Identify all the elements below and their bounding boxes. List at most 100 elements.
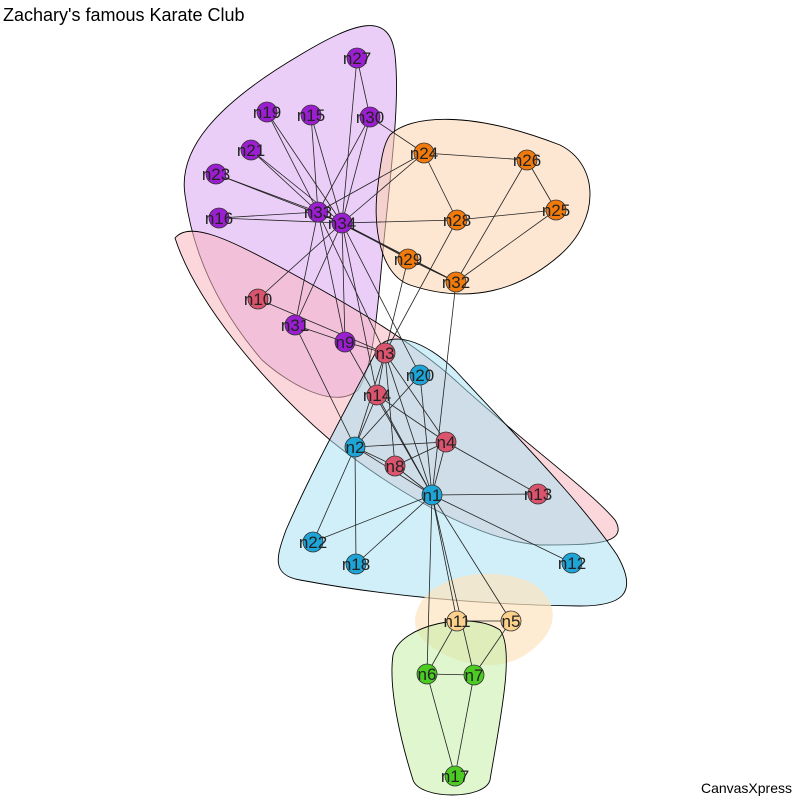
node-n28[interactable]	[446, 209, 468, 231]
edge-n24-n34	[341, 152, 425, 224]
edge-n16-n34	[218, 217, 343, 224]
node-n1[interactable]	[421, 484, 443, 506]
edge-n1-n20	[419, 374, 433, 496]
edge-n27-n34	[341, 57, 358, 224]
edge-n9-n33	[317, 211, 346, 343]
node-n24[interactable]	[413, 142, 435, 164]
page-title: Zachary's famous Karate Club	[3, 5, 245, 25]
edge-n1-n5	[431, 494, 512, 622]
edge-n24-n26	[423, 152, 528, 161]
edge-n16-n33	[218, 211, 319, 219]
node-label-n24: n24	[410, 144, 438, 163]
node-n6[interactable]	[416, 663, 438, 685]
node-n7[interactable]	[463, 664, 485, 686]
edge-n25-n32	[455, 209, 557, 283]
edge-n24-n28	[423, 152, 458, 221]
node-label-n5: n5	[502, 612, 521, 631]
node-n23[interactable]	[205, 163, 227, 185]
node-label-n11: n11	[443, 612, 470, 631]
edge-n32-n34	[341, 222, 457, 283]
edge-n15-n34	[310, 114, 343, 224]
edge-n1-n32	[431, 281, 457, 496]
edge-n2-n18	[354, 446, 357, 565]
node-n5[interactable]	[500, 610, 522, 632]
edge-n4-n14	[376, 394, 447, 443]
edge-n31-n34	[294, 222, 343, 326]
edge-n30-n34	[341, 116, 371, 224]
node-n11[interactable]	[446, 610, 468, 632]
edge-n4-n13	[445, 441, 539, 495]
node-n20[interactable]	[409, 364, 431, 386]
node-n30[interactable]	[359, 106, 381, 128]
node-n29[interactable]	[397, 248, 419, 270]
node-layer	[205, 47, 583, 787]
edge-n3-n33	[317, 211, 386, 354]
node-n10[interactable]	[247, 288, 269, 310]
edge-n9-n34	[341, 222, 346, 343]
node-n31[interactable]	[284, 314, 306, 336]
node-label-n22: n22	[299, 533, 327, 552]
node-label-n4: n4	[437, 433, 456, 452]
edge-n1-n12	[431, 494, 573, 564]
edge-n1-n6	[426, 494, 433, 675]
edge-n28-n34	[341, 219, 458, 224]
node-n8[interactable]	[384, 455, 406, 477]
group-hull-blue	[277, 338, 628, 607]
edge-n10-n34	[257, 222, 343, 300]
edge-n1-n11	[431, 494, 458, 622]
node-n18[interactable]	[345, 553, 367, 575]
node-n17[interactable]	[444, 765, 466, 787]
node-n4[interactable]	[435, 431, 457, 453]
edge-n19-n34	[266, 111, 343, 224]
edge-n7-n17	[454, 674, 475, 777]
node-label-n28: n28	[443, 211, 471, 230]
node-label-n30: n30	[356, 108, 384, 127]
node-label-n29: n29	[394, 250, 422, 269]
node-label-n18: n18	[342, 555, 370, 574]
node-n2[interactable]	[344, 436, 366, 458]
node-label-n16: n16	[205, 209, 233, 228]
node-n33[interactable]	[307, 201, 329, 223]
node-label-n34: n34	[328, 214, 356, 233]
node-n9[interactable]	[334, 331, 356, 353]
node-n15[interactable]	[300, 104, 322, 126]
node-n16[interactable]	[208, 207, 230, 229]
edge-n1-n14	[376, 394, 433, 496]
node-n3[interactable]	[374, 342, 396, 364]
edge-n3-n29	[384, 258, 409, 354]
edge-n1-n18	[355, 494, 433, 565]
edge-n24-n33	[317, 152, 425, 213]
edge-n6-n17	[426, 673, 456, 777]
node-label-n26: n26	[513, 151, 541, 170]
brand-label: CanvasXpress	[700, 780, 792, 796]
node-label-n31: n31	[281, 316, 309, 335]
node-n12[interactable]	[561, 552, 583, 574]
node-n32[interactable]	[445, 271, 467, 293]
node-n27[interactable]	[346, 47, 368, 69]
node-n22[interactable]	[302, 531, 324, 553]
edge-n20-n34	[341, 222, 421, 376]
node-label-n13: n13	[524, 485, 552, 504]
node-n13[interactable]	[527, 483, 549, 505]
edge-n24-n30	[369, 116, 425, 154]
edge-n15-n33	[310, 114, 319, 213]
node-n25[interactable]	[545, 199, 567, 221]
node-n19[interactable]	[256, 101, 278, 123]
node-n21[interactable]	[240, 139, 262, 161]
node-n34[interactable]	[331, 212, 353, 234]
edge-n30-n33	[317, 116, 371, 213]
node-label-n23: n23	[202, 165, 230, 184]
edge-n31-n33	[294, 211, 319, 326]
node-label-n33: n33	[304, 203, 332, 222]
node-n14[interactable]	[366, 384, 388, 406]
edge-n26-n32	[455, 159, 528, 283]
node-label-n10: n10	[244, 290, 272, 309]
node-n26[interactable]	[516, 149, 538, 171]
edge-n25-n28	[456, 209, 557, 221]
edge-n2-n20	[354, 374, 421, 448]
node-label-n32: n32	[442, 273, 470, 292]
edge-n2-n4	[354, 441, 447, 448]
edge-n1-n22	[312, 494, 433, 543]
